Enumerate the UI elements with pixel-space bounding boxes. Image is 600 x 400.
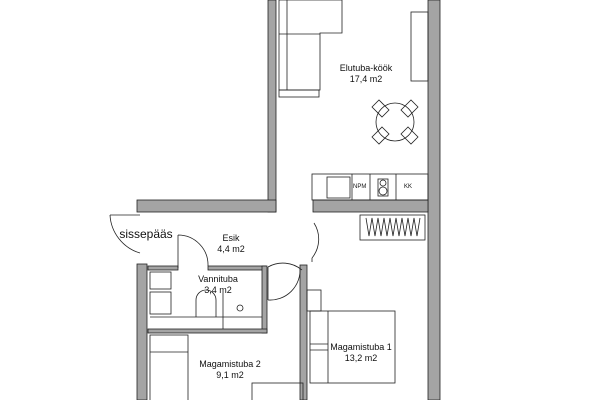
- wall-bedrooms: [299, 264, 308, 400]
- entrance-label: sissepääs: [119, 227, 173, 241]
- wall-horizontal-right: [312, 199, 429, 213]
- room-label-hall: Esik 4,4 m2: [217, 233, 245, 255]
- wall-bath-top-left: [147, 265, 179, 271]
- nightstand: [306, 289, 322, 312]
- wall-right-outer: [427, 0, 441, 400]
- room-label-bathroom: Vannituba 3,4 m2: [198, 274, 238, 296]
- shower: [236, 304, 244, 312]
- room-name: Esik: [222, 233, 240, 243]
- wall-living-left: [267, 0, 277, 213]
- dining-table: [371, 99, 419, 145]
- room-name: Elutuba-köök: [339, 63, 393, 73]
- walls: [136, 0, 441, 400]
- room-name: Vannituba: [198, 274, 238, 284]
- bedroom2-door[interactable]: [267, 262, 303, 301]
- sink: [326, 176, 351, 199]
- room-name: Magamistuba 2: [199, 359, 261, 369]
- wall-left-outer: [136, 263, 148, 400]
- desk: [251, 382, 304, 400]
- room-label-living: Elutuba-köök 17,4 m2: [340, 63, 393, 85]
- room-name: Magamistuba 1: [330, 342, 392, 352]
- room-label-bedroom1: Magamistuba 1 13,2 m2: [330, 342, 392, 364]
- kitchen-counter: [311, 173, 429, 201]
- room-area: 17,4 m2: [349, 74, 383, 84]
- bed-bedroom2: [149, 334, 189, 400]
- fridge-label: KK: [404, 184, 413, 190]
- cabinet: [410, 11, 429, 82]
- wall-horizontal-left: [136, 199, 277, 213]
- wall-bath-top-right: [207, 265, 267, 271]
- room-label-bedroom2: Magamistuba 2 9,1 m2: [199, 359, 261, 381]
- room-area: 4,4 m2: [217, 244, 245, 254]
- wall-bath-bottom: [147, 328, 268, 334]
- sofa: [278, 0, 343, 91]
- entrance-door[interactable]: [109, 214, 141, 254]
- wardrobe: [359, 214, 426, 241]
- wall-bath-right: [261, 265, 268, 334]
- oven-label: NPM: [353, 184, 367, 190]
- room-area: 9,1 m2: [216, 370, 244, 380]
- toilet: [195, 289, 217, 317]
- washbasin: [149, 271, 172, 290]
- washing-machine: [149, 291, 172, 315]
- bathroom-door[interactable]: [177, 234, 209, 268]
- bedroom1-door[interactable]: [311, 222, 320, 262]
- room-area: 3,4 m2: [204, 285, 232, 295]
- bed-bedroom1: [309, 310, 396, 384]
- room-area: 13,2 m2: [344, 353, 378, 363]
- stove: [377, 178, 389, 197]
